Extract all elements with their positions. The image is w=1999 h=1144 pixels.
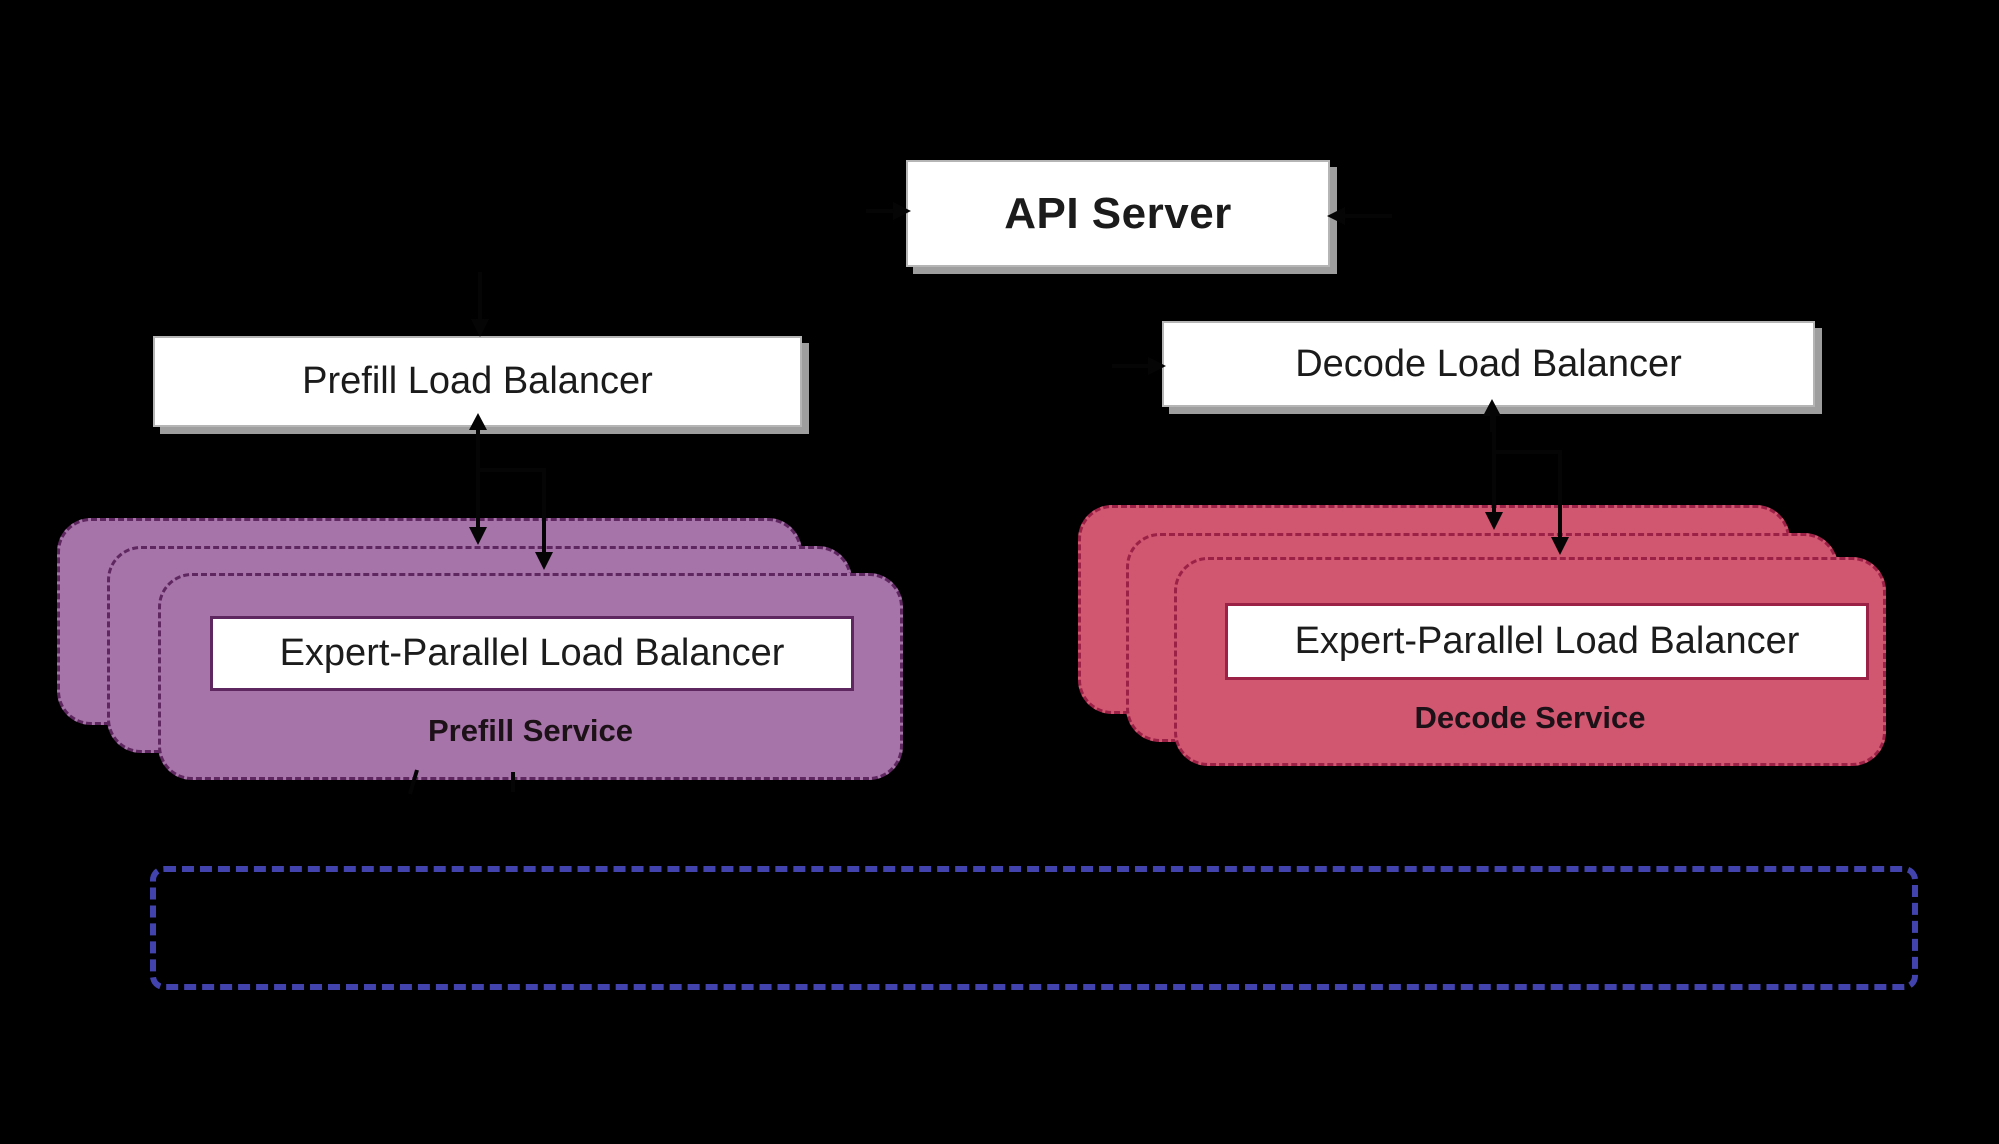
- node-api-server: API Server: [906, 160, 1330, 267]
- prefill-eplb-label: Expert-Parallel Load Balancer: [279, 632, 785, 674]
- decode-service-card-front: Expert-Parallel Load Balancer Decode Ser…: [1174, 557, 1886, 766]
- decode-eplb-box: Expert-Parallel Load Balancer: [1225, 603, 1869, 680]
- prefill-load-balancer-label: Prefill Load Balancer: [302, 360, 653, 402]
- prefill-service-card-front: Expert-Parallel Load Balancer Prefill Se…: [158, 573, 903, 780]
- decode-eplb-label: Expert-Parallel Load Balancer: [1294, 620, 1800, 662]
- decode-load-balancer-label: Decode Load Balancer: [1295, 342, 1682, 385]
- node-prefill-load-balancer: Prefill Load Balancer: [153, 336, 802, 427]
- scope-dashed-box: [150, 866, 1918, 990]
- arrow-into-decode-lb-left-icon: [1112, 357, 1166, 375]
- prefill-eplb-box: Expert-Parallel Load Balancer: [210, 616, 854, 691]
- arrow-into-api-left-icon: [866, 202, 911, 220]
- decode-service-label: Decode Service: [1414, 700, 1646, 735]
- prefill-service-label: Prefill Service: [427, 713, 634, 748]
- arrow-down-into-prefill-lb-icon: [471, 272, 489, 337]
- api-server-label: API Server: [1004, 188, 1232, 238]
- arrow-into-api-right-icon: [1327, 207, 1392, 225]
- node-decode-load-balancer: Decode Load Balancer: [1162, 321, 1815, 407]
